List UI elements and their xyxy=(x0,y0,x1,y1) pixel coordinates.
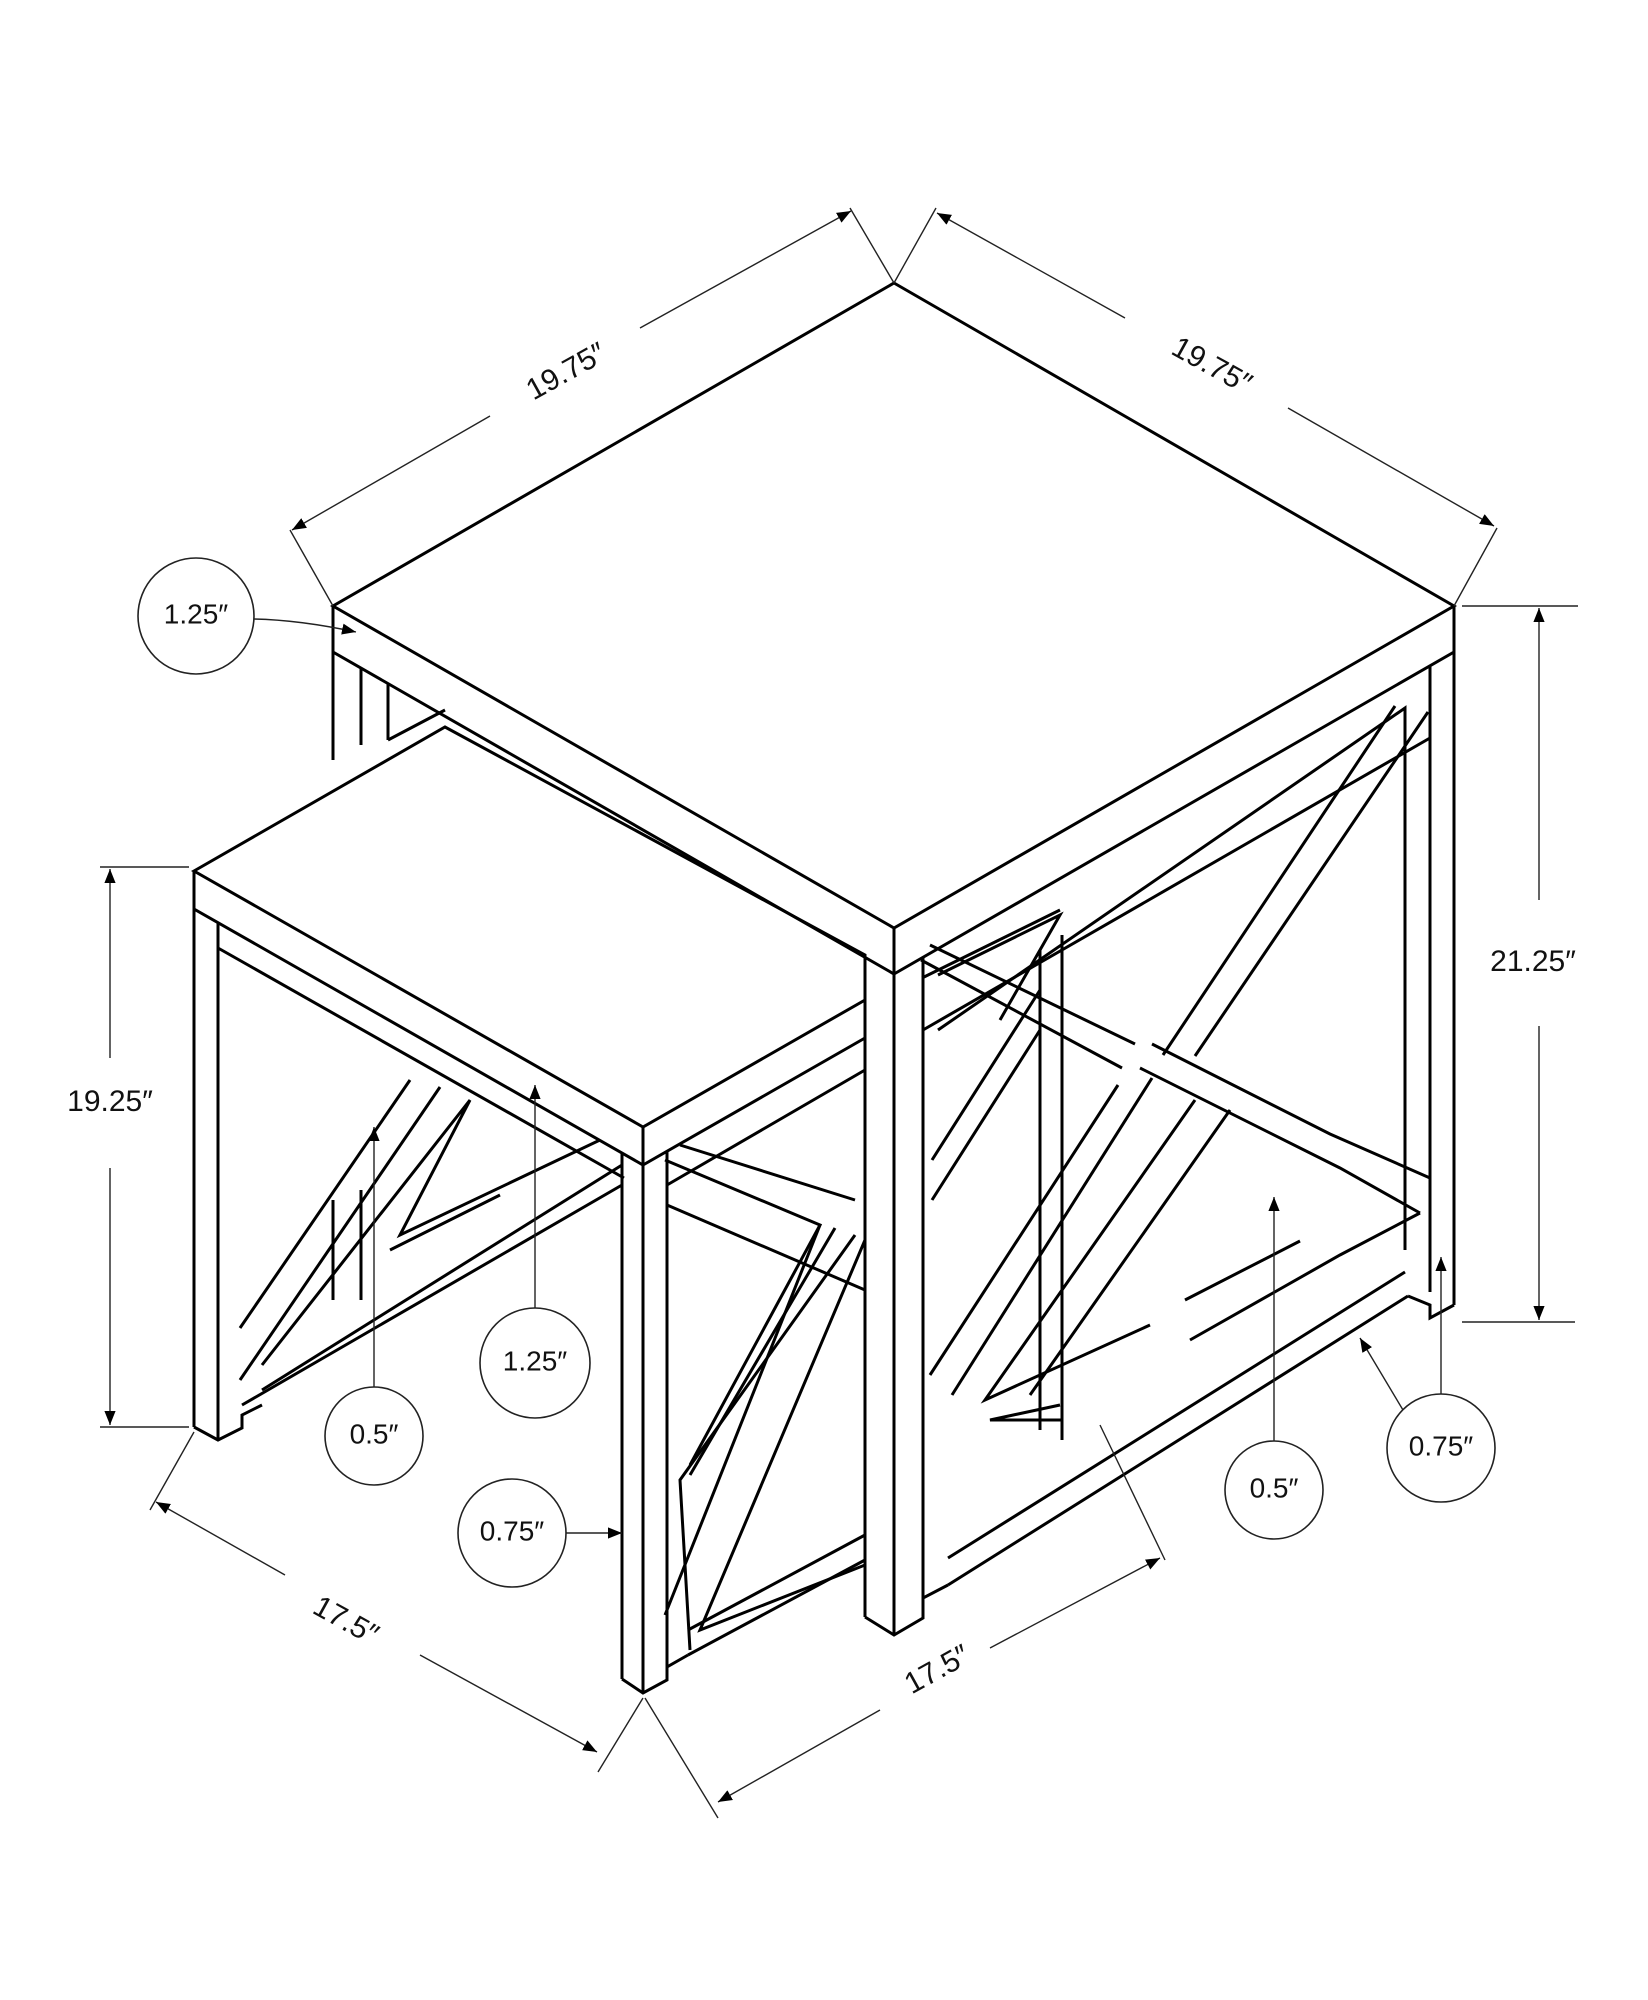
small-top-left-face xyxy=(192,871,645,1168)
dim-small-width-left-label: 17.5″ xyxy=(308,1589,385,1652)
small-table xyxy=(190,725,867,1695)
large-top-left-face xyxy=(331,606,896,977)
dim-large-depth-right: 19.75″ xyxy=(893,207,1498,607)
dim-large-depth-right-label: 19.75″ xyxy=(1166,330,1257,401)
dim-small-height: 19.25″ xyxy=(67,866,189,1428)
dim-small-width-left: 17.5″ xyxy=(149,1431,644,1773)
callout-small-brace-width: 0.5″ xyxy=(324,1127,424,1486)
large-front-leg xyxy=(863,958,949,1637)
large-right-face-frame xyxy=(920,705,1431,1587)
callout-large-leg-width: 0.75″ xyxy=(1359,1257,1496,1503)
callout-small-leg-width-label: 0.75″ xyxy=(480,1515,544,1546)
large-top-right-face xyxy=(893,606,1456,976)
dim-large-width-left-label: 19.75″ xyxy=(521,336,612,407)
dim-small-depth-right-label: 17.5″ xyxy=(899,1638,976,1701)
dim-large-height-label: 21.25″ xyxy=(1490,945,1576,978)
small-top-right-face xyxy=(642,1036,866,1167)
dim-small-height-label: 19.25″ xyxy=(67,1085,153,1118)
large-table xyxy=(329,281,1458,1637)
callout-small-brace-width-label: 0.5″ xyxy=(350,1418,399,1449)
dim-large-height: 21.25″ xyxy=(1462,605,1578,1323)
large-table-top xyxy=(329,281,1458,930)
large-back-left-leg xyxy=(331,652,446,1300)
callout-small-top-thickness-label: 1.25″ xyxy=(503,1345,567,1376)
large-right-leg xyxy=(1407,606,1456,1321)
small-front-leg xyxy=(620,1152,689,1695)
dim-large-width-left: 19.75″ xyxy=(289,207,895,607)
callout-large-brace-width: 0.5″ xyxy=(1224,1197,1324,1540)
large-left-face-frame xyxy=(863,908,1064,1440)
callout-large-brace-width-label: 0.5″ xyxy=(1250,1472,1299,1503)
small-table-top xyxy=(190,725,867,1129)
callout-large-top-thickness-label: 1.25″ xyxy=(164,598,228,629)
callout-large-top-thickness: 1.25″ xyxy=(137,557,357,675)
callout-large-leg-width-label: 0.75″ xyxy=(1409,1430,1473,1461)
callout-small-top-thickness: 1.25″ xyxy=(479,1085,591,1419)
small-right-face-frame xyxy=(663,1068,867,1657)
small-left-face-frame xyxy=(216,946,625,1407)
callout-small-leg-width: 0.75″ xyxy=(457,1478,622,1588)
